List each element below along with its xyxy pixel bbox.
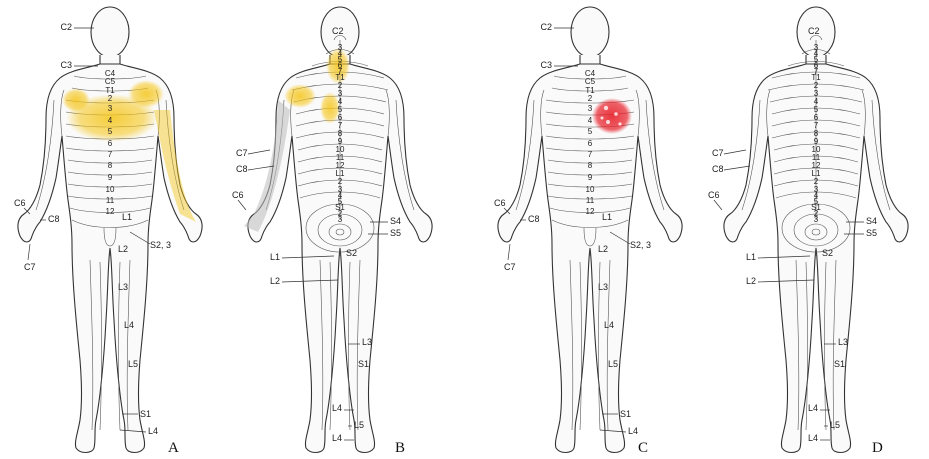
dermatome-label: L2 bbox=[270, 276, 280, 286]
dermatome-label: L2 bbox=[598, 244, 608, 254]
dermatome-label: C6 bbox=[494, 198, 506, 208]
dermatome-label: L3 bbox=[362, 337, 372, 347]
label-leader-line bbox=[28, 244, 30, 260]
segment-label: 6 bbox=[108, 139, 113, 148]
highlight-shoulder bbox=[284, 84, 316, 108]
dermatome-label: S1 bbox=[620, 409, 631, 419]
segment-label: 9 bbox=[108, 173, 113, 182]
segment-label: 3 bbox=[338, 215, 343, 224]
dermatome-label: C8 bbox=[712, 164, 724, 174]
dermatome-label: C7 bbox=[504, 262, 516, 272]
dermatome-label: S2 bbox=[346, 248, 357, 258]
label-leader-line bbox=[248, 150, 270, 154]
highlight-red-chest bbox=[592, 98, 632, 134]
dermatome-label: L4 bbox=[808, 433, 818, 443]
dermatome-label: C2 bbox=[60, 22, 72, 32]
dermatome-label: L1 bbox=[602, 212, 612, 222]
dermatome-label: C8 bbox=[528, 214, 540, 224]
dermatome-label: C7 bbox=[24, 262, 36, 272]
label-leader-line bbox=[724, 150, 746, 154]
label-leader-line bbox=[724, 166, 750, 170]
dermatome-label: L5 bbox=[608, 359, 618, 369]
segment-label: 10 bbox=[586, 185, 595, 194]
dermatome-label: L4 bbox=[124, 320, 134, 330]
segment-label: C5 bbox=[585, 77, 596, 86]
dermatome-label: L3 bbox=[118, 282, 128, 292]
dermatome-label: L3 bbox=[598, 282, 608, 292]
dermatome-label: C8 bbox=[48, 214, 60, 224]
dermatome-label: S1 bbox=[358, 359, 369, 369]
segment-label: C5 bbox=[105, 77, 116, 86]
dermatome-label: L5 bbox=[830, 420, 840, 430]
segment-label: 9 bbox=[588, 173, 593, 182]
dermatome-label: S2, 3 bbox=[150, 240, 171, 250]
dermatome-label: C6 bbox=[232, 190, 244, 200]
dermatome-label: S1 bbox=[834, 359, 845, 369]
dermatome-label: L4 bbox=[604, 320, 614, 330]
dermatome-label: L1 bbox=[270, 252, 280, 262]
dermatome-label: C8 bbox=[236, 164, 248, 174]
segment-label: 4 bbox=[588, 116, 593, 125]
segment-label: 2 bbox=[588, 94, 593, 103]
segment-label: 3 bbox=[814, 215, 819, 224]
highlight-right-shoulder bbox=[62, 88, 90, 112]
dermatome-label: S2 bbox=[822, 248, 833, 258]
label-leader-line bbox=[508, 244, 510, 260]
dermatome-label: L4 bbox=[148, 426, 158, 436]
segment-label: 7 bbox=[108, 150, 113, 159]
dermatome-label: C3 bbox=[540, 60, 552, 70]
dermatome-label: L4 bbox=[332, 403, 342, 413]
dermatome-label: C6 bbox=[708, 190, 720, 200]
dermatome-label: L4 bbox=[332, 433, 342, 443]
dermatome-label: S1 bbox=[140, 409, 151, 419]
dermatome-label: C7 bbox=[236, 148, 248, 158]
dermatome-label: C2 bbox=[540, 22, 552, 32]
dermatome-label: L1 bbox=[122, 212, 132, 222]
segment-label: 7 bbox=[588, 150, 593, 159]
dermatome-label: L4 bbox=[628, 426, 638, 436]
panel-letter: C bbox=[638, 440, 648, 456]
dermatome-label: C6 bbox=[14, 198, 26, 208]
segment-label: 3 bbox=[108, 104, 113, 113]
dermatome-label: C2 bbox=[332, 26, 344, 36]
panel-letter: A bbox=[168, 440, 179, 456]
segment-label: 6 bbox=[588, 139, 593, 148]
dermatome-label: S5 bbox=[390, 228, 401, 238]
segment-label: 5 bbox=[108, 127, 113, 136]
dermatome-label: L5 bbox=[128, 359, 138, 369]
segment-label: 8 bbox=[588, 161, 593, 170]
dermatome-label: L3 bbox=[838, 337, 848, 347]
dermatome-label: S4 bbox=[390, 216, 401, 226]
dermatome-label: S4 bbox=[866, 216, 877, 226]
dermatome-label: L4 bbox=[808, 403, 818, 413]
dermatome-label: S2, 3 bbox=[630, 240, 651, 250]
segment-label: 5 bbox=[588, 127, 593, 136]
label-leader-line bbox=[238, 200, 246, 210]
dermatome-label: L2 bbox=[746, 276, 756, 286]
segment-label: 11 bbox=[586, 196, 595, 205]
segment-label: 4 bbox=[108, 116, 113, 125]
segment-label: 12 bbox=[586, 207, 595, 216]
segment-label: 3 bbox=[588, 104, 593, 113]
dermatome-label: C3 bbox=[60, 60, 72, 70]
panel-letter: D bbox=[872, 440, 883, 456]
panel-letter: B bbox=[395, 440, 405, 456]
segment-label: 2 bbox=[108, 94, 113, 103]
segment-label: 10 bbox=[106, 185, 115, 194]
dermatome-label: L2 bbox=[118, 244, 128, 254]
label-leader-line bbox=[714, 200, 722, 210]
dermatome-label: C7 bbox=[712, 148, 724, 158]
dermatome-label: L5 bbox=[354, 420, 364, 430]
segment-label: 12 bbox=[106, 207, 115, 216]
segment-label: 8 bbox=[108, 161, 113, 170]
segment-label: 11 bbox=[106, 196, 115, 205]
highlight-left-shoulder bbox=[128, 80, 164, 108]
dermatome-label: S5 bbox=[866, 228, 877, 238]
dermatome-label: C2 bbox=[808, 26, 820, 36]
dermatome-label: L1 bbox=[746, 252, 756, 262]
